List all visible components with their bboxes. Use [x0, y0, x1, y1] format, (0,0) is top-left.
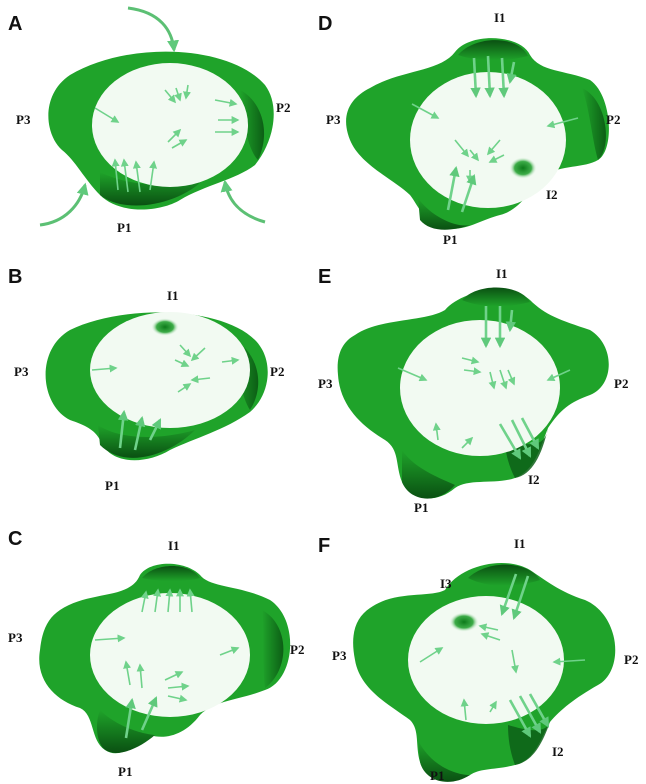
panel-a: A P3 P2 P1 — [8, 8, 290, 235]
label-p1: P1 — [443, 232, 457, 247]
panel-letter: A — [8, 13, 22, 35]
label-p2: P2 — [290, 642, 304, 657]
label-p3: P3 — [318, 376, 333, 391]
cell-lumen — [410, 72, 566, 208]
panel-letter: E — [318, 266, 331, 288]
cell-lumen — [90, 593, 250, 717]
label-p1: P1 — [430, 768, 444, 783]
label-p3: P3 — [8, 630, 23, 645]
initial-spot — [151, 318, 179, 336]
label-i2: I2 — [546, 187, 558, 202]
label-p3: P3 — [332, 648, 347, 663]
panel-d: D I1 P3 P2 I2 P1 — [318, 10, 620, 247]
initial-spot — [509, 157, 537, 179]
label-i1: I1 — [494, 10, 506, 25]
label-p1: P1 — [105, 478, 119, 493]
panel-c: C I1 P3 P2 P1 — [8, 528, 304, 779]
label-p2: P2 — [624, 652, 638, 667]
label-i2: I2 — [552, 744, 564, 759]
label-i2: I2 — [528, 472, 540, 487]
label-i3: I3 — [440, 576, 452, 591]
label-p1: P1 — [117, 220, 131, 235]
label-p1: P1 — [414, 500, 428, 515]
external-arrow — [128, 8, 174, 50]
cell-lumen — [408, 596, 564, 724]
panel-b: B I1 P3 P2 P1 — [8, 266, 284, 493]
label-p3: P3 — [326, 112, 341, 127]
panel-e: E I1 P3 P2 I2 P1 — [318, 266, 628, 515]
label-i1: I1 — [167, 288, 179, 303]
panel-letter: B — [8, 266, 22, 288]
lobe-i1-shadow — [462, 287, 530, 306]
cell-lumen — [400, 320, 560, 456]
panel-letter: D — [318, 13, 332, 35]
panel-letter: F — [318, 535, 330, 557]
label-p2: P2 — [606, 112, 620, 127]
external-arrow — [40, 185, 85, 225]
label-p2: P2 — [270, 364, 284, 379]
external-arrow — [225, 182, 265, 222]
label-p3: P3 — [14, 364, 29, 379]
label-p3: P3 — [16, 112, 31, 127]
label-p2: P2 — [614, 376, 628, 391]
label-p2: P2 — [276, 100, 290, 115]
panel-letter: C — [8, 528, 22, 550]
panel-f: F I1 I3 P3 P2 I2 P1 — [318, 535, 638, 783]
label-i1: I1 — [168, 538, 180, 553]
label-i1: I1 — [496, 266, 508, 281]
label-p1: P1 — [118, 764, 132, 779]
label-i1: I1 — [514, 536, 526, 551]
initial-spot — [449, 612, 479, 632]
